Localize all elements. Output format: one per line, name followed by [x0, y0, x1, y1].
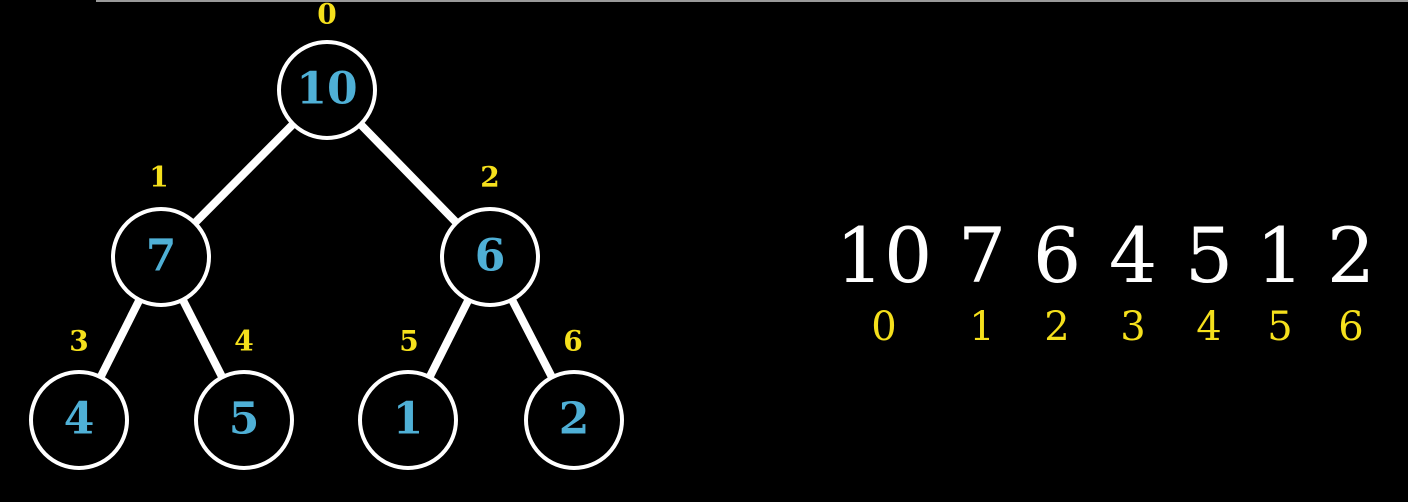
top-rule: [96, 0, 1408, 2]
tree-node: 26: [524, 325, 624, 470]
tree-node: 43: [29, 325, 129, 470]
tree-node: 71: [111, 161, 211, 307]
array-value: 2: [1327, 211, 1375, 300]
node-index-label: 5: [399, 325, 418, 358]
node-index-label: 2: [480, 161, 499, 194]
tree-edge: [508, 297, 556, 380]
tree-edges: [96, 121, 556, 380]
node-index-label: 6: [563, 325, 582, 358]
node-index-label: 1: [149, 161, 168, 194]
node-index-label: 3: [69, 325, 88, 358]
node-circle: [358, 370, 458, 470]
array-index: 5: [1267, 304, 1292, 350]
node-circle: [111, 207, 211, 307]
tree-edge: [179, 297, 226, 380]
array-value: 5: [1185, 211, 1233, 300]
array-value: 7: [958, 211, 1006, 300]
array-cell: 62: [1033, 211, 1081, 350]
array-index: 4: [1196, 304, 1221, 350]
node-value: 5: [229, 394, 260, 445]
array-value: 10: [836, 211, 933, 300]
tree-edge: [357, 121, 460, 226]
node-value: 10: [296, 64, 357, 115]
node-circle: [440, 207, 540, 307]
array-value: 1: [1256, 211, 1304, 300]
tree-node: 54: [194, 325, 294, 470]
array-value: 4: [1109, 211, 1157, 300]
array-index: 1: [969, 304, 994, 350]
array-value: 6: [1033, 211, 1081, 300]
array-cell: 43: [1109, 211, 1157, 350]
array-index: 2: [1044, 304, 1069, 350]
tree-edge: [96, 298, 144, 379]
node-value: 2: [559, 394, 590, 445]
node-index-label: 0: [317, 0, 336, 31]
tree-edge: [192, 121, 296, 226]
node-value: 6: [475, 231, 506, 282]
tree-edge: [425, 298, 473, 379]
tree-node: 62: [440, 161, 540, 307]
node-circle: [277, 40, 377, 140]
array-index: 3: [1120, 304, 1145, 350]
node-value: 7: [146, 231, 177, 282]
array-cell: 71: [958, 211, 1006, 350]
tree-node: 10 0: [277, 0, 377, 140]
array-cell: 26: [1327, 211, 1375, 350]
array-index: 0: [871, 304, 896, 350]
array-cell: 100: [836, 211, 933, 350]
node-circle: [194, 370, 294, 470]
node-value: 4: [64, 394, 95, 445]
array-cell: 54: [1185, 211, 1233, 350]
tree-node: 15: [358, 325, 458, 470]
node-circle: [524, 370, 624, 470]
node-value: 1: [393, 394, 424, 445]
node-index-label: 4: [234, 325, 253, 358]
array-cell: 15: [1256, 211, 1304, 350]
node-circle: [29, 370, 129, 470]
array-index: 6: [1338, 304, 1363, 350]
